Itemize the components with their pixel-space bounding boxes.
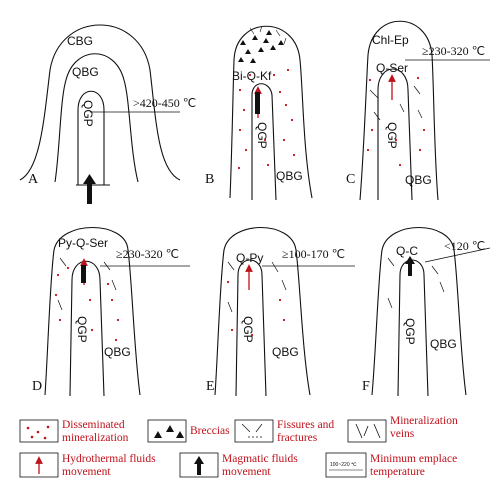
magmatic-arrow-icon [408, 262, 412, 276]
legend-label: mineralization [62, 432, 129, 444]
zone-label: QBG [430, 337, 457, 351]
disseminated-legend-icon [19, 419, 59, 443]
zone-label: QBG [272, 345, 299, 359]
panel-letter: E [206, 379, 215, 394]
panel-letter: A [28, 172, 39, 187]
veins-legend-icon [347, 419, 387, 443]
panel-c: Chl-Ep Q-Ser QGP QBG ≥230-320 ℃ C [346, 20, 490, 201]
zone-label: Py-Q-Ser [58, 236, 108, 250]
zone-label: Q-Py [236, 251, 263, 265]
zone-label: Chl-Ep [372, 33, 409, 47]
zone-label: Q-C [396, 244, 418, 258]
zone-label: Q-Ser [376, 61, 408, 75]
zone-label: QBG [72, 65, 99, 79]
fissures-legend-icon [234, 419, 274, 443]
zone-label: QGP [75, 316, 89, 343]
legend-label: Hydrothermal fluids [62, 453, 156, 465]
panel-letter: C [346, 172, 355, 187]
temperature-label: >420-450 ℃ [133, 96, 196, 110]
panel-letter: D [32, 379, 42, 394]
zone-label: QGP [385, 122, 399, 149]
legend-label: Fissures and [277, 419, 334, 431]
zone-label: QBG [276, 169, 303, 183]
legend-label: Magmatic fluids [222, 453, 298, 465]
zone-label: QGP [403, 318, 417, 345]
zone-label: Bi-Q-Kf [232, 69, 272, 83]
legend: Disseminated mineralization Breccias Fis… [19, 415, 458, 478]
breccias-icon [238, 30, 284, 63]
temperature-label: ≥230-320 ℃ [116, 247, 179, 261]
zone-label: QGP [241, 316, 255, 343]
temperature-label: ≥230-320 ℃ [422, 44, 485, 58]
emplace-icon-text: 100~220 ℃ [330, 462, 357, 468]
legend-label: Mineralization [390, 415, 458, 427]
panel-f: Q-C QGP QBG <120 ℃ F [362, 226, 491, 397]
zone-label: QGP [255, 122, 269, 149]
legend-label: Disseminated [62, 419, 125, 431]
temperature-label: <120 ℃ [444, 239, 485, 253]
legend-label: Breccias [190, 425, 230, 437]
panel-a: CBG QBG QGP >420-450 ℃ A [19, 24, 196, 204]
zone-label: CBG [67, 34, 93, 48]
panel-d: Py-Q-Ser QGP QBG ≥230-320 ℃ D [32, 226, 190, 397]
zone-label: QGP [81, 100, 95, 127]
panel-letter: B [205, 172, 214, 187]
panel-b: Bi-Q-Kf QGP QBG B [205, 25, 313, 201]
legend-label: veins [390, 428, 415, 440]
legend-label: temperature [370, 466, 425, 478]
legend-label: Minimum emplace [370, 453, 457, 465]
legend-label: movement [62, 466, 111, 478]
zone-label: QBG [405, 173, 432, 187]
legend-label: fractures [277, 432, 318, 444]
temperature-label: ≥100-170 ℃ [282, 247, 345, 261]
zone-label: QBG [104, 345, 131, 359]
emplace-legend-icon [325, 452, 367, 478]
legend-label: movement [222, 466, 271, 478]
panel-e: Q-Py QGP QBG ≥100-170 ℃ E [206, 226, 355, 397]
panel-letter: F [362, 379, 370, 394]
magmatic-arrow-icon [87, 182, 92, 204]
